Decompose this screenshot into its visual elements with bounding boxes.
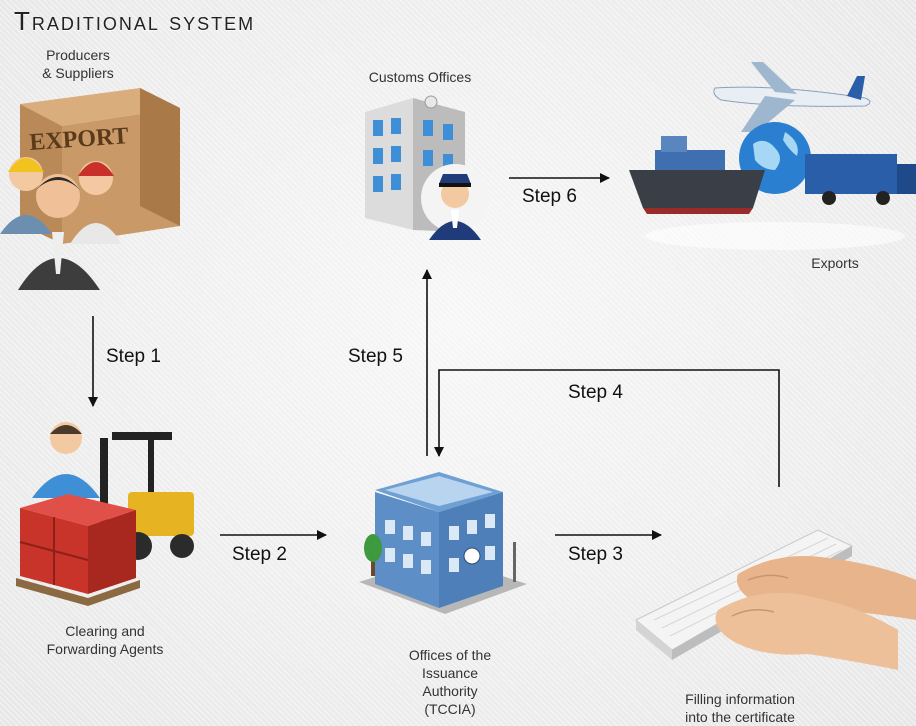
producers-label-line-1: Producers (46, 47, 110, 63)
authority-label-line-3: Authority (422, 683, 478, 699)
diagram-title: Traditional system (14, 6, 256, 36)
filling-label-line-1: Filling information (685, 691, 795, 707)
customs-label: Customs Offices (368, 69, 472, 85)
producers-illustration: EXPORT (0, 88, 180, 290)
step-5-label: Step 5 (348, 346, 403, 367)
filling-label-line-2: into the certificate (685, 709, 795, 725)
officer-icon (421, 164, 489, 240)
authority-label-line-2: Issuance (421, 665, 479, 681)
worker-icon (32, 422, 100, 498)
agents-illustration (16, 422, 194, 606)
exports-label: Exports (811, 255, 859, 271)
exports-illustration (629, 62, 916, 250)
agents-label: Clearing and Forwarding Agents (30, 622, 180, 658)
arrow-step-4 (434, 369, 780, 487)
filling-label: Filling information into the certificate (660, 690, 820, 726)
people-icon (0, 157, 122, 290)
customs-illustration (365, 95, 489, 240)
authority-label-line-1: Offices of the (408, 647, 492, 663)
ship-icon (629, 136, 765, 214)
authority-illustration (359, 472, 527, 614)
hands-icon (715, 556, 916, 670)
agents-label-line-1: Clearing and (65, 623, 145, 639)
producers-label: Producers & Suppliers (18, 46, 138, 82)
step-1-label: Step 1 (106, 346, 161, 367)
airplane-icon (713, 62, 871, 132)
step-2-label: Step 2 (232, 544, 287, 565)
producers-label-line-2: & Suppliers (42, 65, 114, 81)
step-3-label: Step 3 (568, 544, 623, 565)
crates-icon (16, 494, 140, 606)
agents-label-line-2: Forwarding Agents (46, 641, 164, 657)
step-4-label: Step 4 (568, 382, 623, 403)
authority-label-line-4: (TCCIA) (424, 701, 476, 717)
authority-label: Offices of the Issuance Authority (TCCIA… (380, 646, 520, 718)
step-6-label: Step 6 (522, 186, 577, 207)
lamp-post (513, 542, 516, 582)
truck-icon (805, 154, 916, 205)
filling-illustration (635, 529, 916, 670)
tree-icon (364, 534, 382, 576)
authority-building-icon (375, 472, 503, 608)
